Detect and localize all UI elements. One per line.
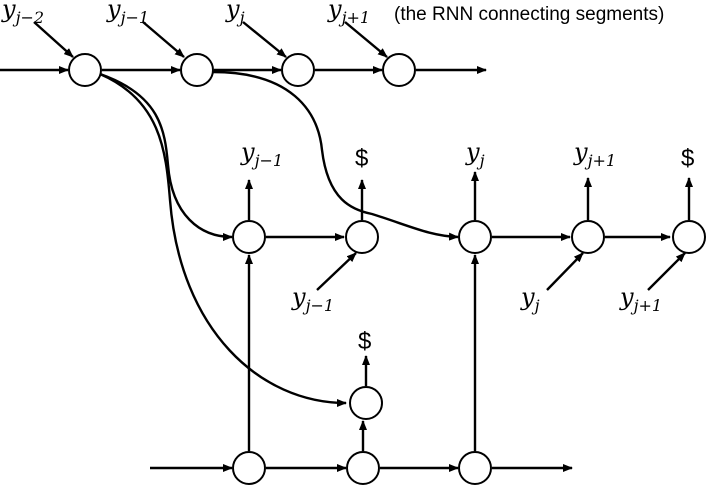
top-node-3 (281, 53, 315, 87)
curve-node1-to-seg-a (99, 72, 233, 241)
seg-node-3 (458, 220, 492, 254)
seg-input-diag-2 (546, 252, 584, 291)
seg-input-label-1: yj−1 (291, 283, 334, 315)
top-label-4: yj+1 (327, 0, 370, 27)
top-node-4 (382, 53, 416, 87)
seg-output-label-5: $ (681, 145, 694, 172)
seg-node-5 (672, 220, 706, 254)
seg-output-label-2: $ (355, 145, 368, 172)
top-label-3: yj (225, 0, 245, 27)
connecting-rnn: yj−2 yj−1 yj yj+1 (the RNN connecting se… (0, 0, 664, 87)
seg-output-label-1: yj−1 (240, 138, 283, 170)
top-input-diag-3 (242, 21, 287, 58)
seg-output-label-4: yj+1 (573, 138, 616, 170)
seg-node-4 (571, 220, 605, 254)
top-node-1 (68, 53, 102, 87)
diagram-caption: (the RNN connecting segments) (394, 4, 664, 25)
seg-output-label-6: $ (358, 328, 371, 355)
seg-output-label-3: yj (465, 138, 485, 170)
seg-node-1 (232, 220, 266, 254)
top-label-2: yj−1 (106, 0, 149, 27)
top-node-2 (180, 53, 214, 87)
seg-input-label-3: yj+1 (619, 283, 662, 315)
seg-node-6 (349, 386, 383, 420)
bottom-node-3 (458, 451, 492, 485)
seg-node-2 (345, 220, 379, 254)
curve-node1-to-seg-b (99, 72, 347, 407)
bottom-node-2 (346, 451, 380, 485)
connection-curves (99, 70, 459, 407)
top-input-diag-1 (33, 21, 74, 58)
segment-rnns: yj−1 $ yj yj+1 $ $ yj−1 yj yj+1 (232, 138, 706, 420)
top-input-diag-2 (142, 21, 185, 58)
bottom-rnn (150, 254, 573, 485)
seg-input-label-2: yj (520, 283, 540, 315)
top-input-diag-4 (344, 21, 388, 58)
seg-input-diag-1 (316, 252, 357, 291)
bottom-node-1 (232, 451, 266, 485)
curve-node2-to-seg-c (212, 70, 459, 241)
top-label-1: yj−2 (1, 0, 44, 27)
seg-input-diag-3 (647, 252, 686, 291)
